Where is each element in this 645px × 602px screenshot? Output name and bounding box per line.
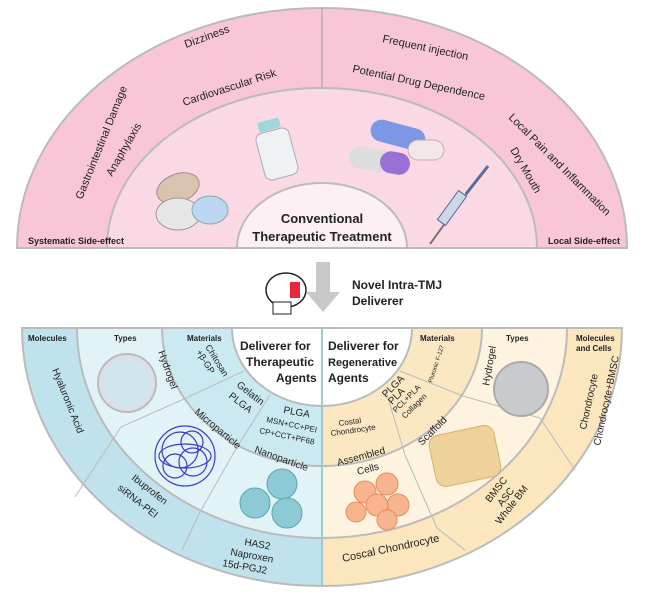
left-center-title-1: Deliverer for [240,339,311,353]
down-arrow-icon [306,262,340,312]
right-header-molecules-2: and Cells [576,344,612,353]
novel-deliverer-panel: Deliverer for Therapeutic Agents Molecul… [20,327,624,588]
syringe-icon [429,165,490,245]
material-costal-1: Costal [338,416,362,428]
left-header-types: Types [114,334,137,343]
systematic-label: Systematic Side-effect [28,236,124,246]
microparticle-image [154,425,216,487]
left-center-title-2: Therapeutic [246,355,314,369]
left-center [230,327,323,408]
right-center-title-2: Regenerative [328,357,397,369]
right-center [321,327,414,408]
nanoparticle-image [239,468,303,529]
vial-icon [255,117,299,181]
skull-tmj-icon [265,272,307,315]
right-center-title-1: Deliverer for [328,339,399,353]
intra-tmj-title-line2: Deliverer [352,294,404,308]
hydrogel-r-image [493,361,549,417]
left-header-materials: Materials [187,334,222,343]
capsules-icon [348,119,445,176]
intra-tmj-title-line1: Novel Intra-TMJ [352,278,442,292]
local-label: Local Side-effect [548,236,620,246]
left-center-title-3: Agents [276,371,317,385]
scaffold-image [428,425,502,487]
right-center-title-3: Agents [328,371,369,385]
right-header-molecules-1: Molecules [576,334,615,343]
molecule-has2: HAS2 [243,537,271,552]
hydrogel-image [97,353,157,413]
right-header-materials: Materials [420,334,455,343]
assembled-cells-image [345,472,410,531]
pills-icon [155,172,229,231]
top-inner-circle [235,182,409,249]
right-header-types: Types [506,334,529,343]
transition: Novel Intra-TMJ Deliverer [265,262,442,315]
conventional-treatment-panel: Conventional Therapeutic Treatment Syste… [15,7,629,249]
center-title-line2: Therapeutic Treatment [252,229,392,244]
material-plga-2: PLGA [282,405,311,421]
center-title-line1: Conventional [281,211,363,226]
left-header-molecules: Molecules [28,334,67,343]
